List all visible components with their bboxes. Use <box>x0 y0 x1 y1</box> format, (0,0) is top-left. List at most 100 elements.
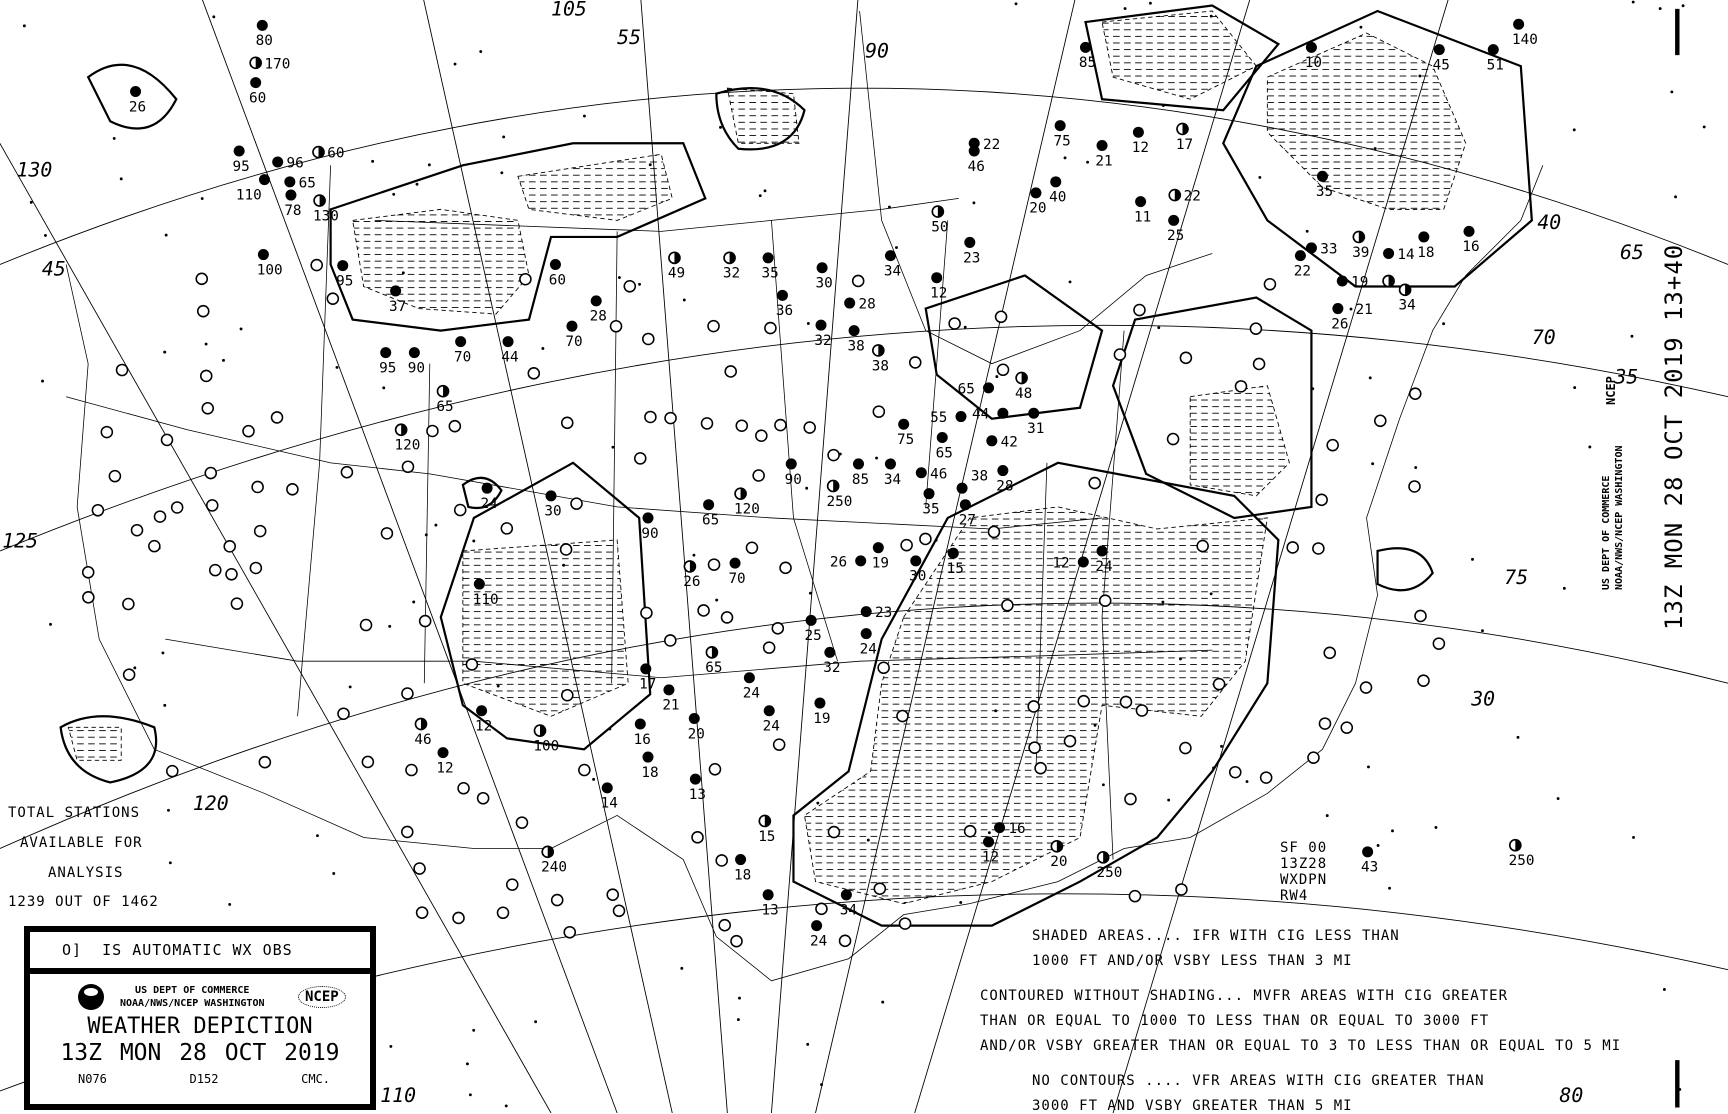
clear-station-icon <box>718 918 731 932</box>
station-plot <box>758 814 772 828</box>
grid-dot <box>638 282 641 286</box>
ceiling-label: 95 <box>233 159 250 175</box>
ceiling-label: 12 <box>1132 140 1149 156</box>
station-plot <box>1316 170 1328 182</box>
overcast-station-icon <box>1418 231 1430 243</box>
station-plot <box>994 822 1006 834</box>
grid-dot <box>22 24 26 28</box>
ceiling-label: 60 <box>327 146 344 162</box>
station-plot <box>640 663 652 675</box>
clear-station-icon <box>337 707 350 721</box>
ceiling-label: 31 <box>1027 421 1044 437</box>
ceiling-label: 65 <box>958 381 975 397</box>
overcast-station-icon <box>923 488 935 500</box>
clear-station-icon <box>1077 694 1090 708</box>
ceiling-label: 15 <box>758 829 775 845</box>
clear-station-icon <box>527 367 541 380</box>
grid-dot <box>719 125 722 129</box>
grid-dot <box>1631 0 1635 4</box>
meridian-line <box>770 0 859 1113</box>
grid-dot <box>583 114 586 118</box>
overcast-station-icon <box>473 578 485 590</box>
overcast-station-icon <box>872 542 884 554</box>
station-plot <box>1030 187 1042 199</box>
clear-station-icon <box>515 816 529 829</box>
station-plot <box>855 555 867 567</box>
station-plot <box>826 479 840 493</box>
ceiling-label: 22 <box>1294 263 1311 279</box>
grid-dot <box>335 365 339 369</box>
overcast-station-icon <box>959 499 971 511</box>
overcast-station-icon <box>1305 41 1317 53</box>
clear-station-icon <box>570 497 583 510</box>
grid-dot <box>133 666 137 670</box>
meridian-line <box>0 142 552 1113</box>
grid-label: 40 <box>1537 211 1561 234</box>
cloud-cover-fill <box>319 195 326 207</box>
station-plot <box>815 319 827 331</box>
overcast-station-icon <box>390 285 402 297</box>
station-plot <box>997 465 1009 477</box>
ceiling-label: 170 <box>264 56 290 72</box>
ceiling-label: 20 <box>1050 854 1067 870</box>
grid-dot <box>496 684 500 688</box>
grid-dot <box>1179 657 1182 661</box>
station-plot <box>1383 247 1395 259</box>
clear-station-icon <box>872 405 886 418</box>
overcast-station-icon <box>986 435 998 447</box>
station-plot <box>1135 196 1147 208</box>
clear-station-icon <box>465 658 479 671</box>
clear-station-icon <box>205 499 219 512</box>
ceiling-label: 35 <box>762 266 779 282</box>
clear-station-icon <box>453 503 467 517</box>
ceiling-label: 65 <box>436 399 453 415</box>
clear-station-icon <box>195 272 209 286</box>
station-plot <box>249 56 263 70</box>
station-plot <box>931 205 945 218</box>
clear-station-icon <box>160 433 174 447</box>
overcast-station-icon <box>642 751 654 763</box>
station-plot <box>541 845 555 859</box>
cloud-cover-fill <box>1174 189 1181 201</box>
station-plot <box>705 646 719 659</box>
grid-dot <box>1220 744 1223 748</box>
ceiling-label: 16 <box>634 732 651 748</box>
overcast-station-icon <box>729 557 741 569</box>
station-plot <box>663 684 675 696</box>
ceiling-label: 20 <box>1029 201 1046 217</box>
overcast-station-icon <box>1096 545 1108 557</box>
ceiling-label: 24 <box>860 641 877 657</box>
grid-dot <box>682 298 686 302</box>
grid-dot <box>163 350 167 354</box>
grid-dot <box>888 205 891 209</box>
explanation-contoured-1: CONTOURED WITHOUT SHADING... MVFR AREAS … <box>980 988 1509 1004</box>
clear-station-icon <box>987 525 1001 539</box>
overcast-station-icon <box>1135 196 1147 208</box>
clear-station-icon <box>1286 541 1299 554</box>
ceiling-label: 38 <box>847 338 864 354</box>
station-plot <box>683 560 697 573</box>
station-plot <box>476 705 488 717</box>
station-plot <box>955 411 967 423</box>
station-plot <box>380 347 392 359</box>
overcast-station-icon <box>380 347 392 359</box>
station-plot <box>983 382 995 394</box>
station-plot <box>734 487 747 501</box>
clear-station-icon <box>199 369 213 383</box>
overcast-station-icon <box>898 418 910 430</box>
footer-mid: D152 <box>189 1072 219 1086</box>
station-plot <box>545 490 557 502</box>
clear-station-icon <box>122 597 135 611</box>
cloud-cover-fill <box>1056 840 1063 852</box>
grid-dot <box>805 486 809 490</box>
overcast-station-icon <box>884 458 896 470</box>
overcast-station-icon <box>844 297 856 309</box>
station-plot <box>1096 139 1108 151</box>
grid-dot <box>424 533 428 537</box>
station-plot <box>1508 838 1522 852</box>
clear-station-icon <box>827 448 840 462</box>
cloud-cover-fill <box>540 725 546 737</box>
overcast-station-icon <box>549 258 561 270</box>
clear-station-icon <box>208 563 222 577</box>
